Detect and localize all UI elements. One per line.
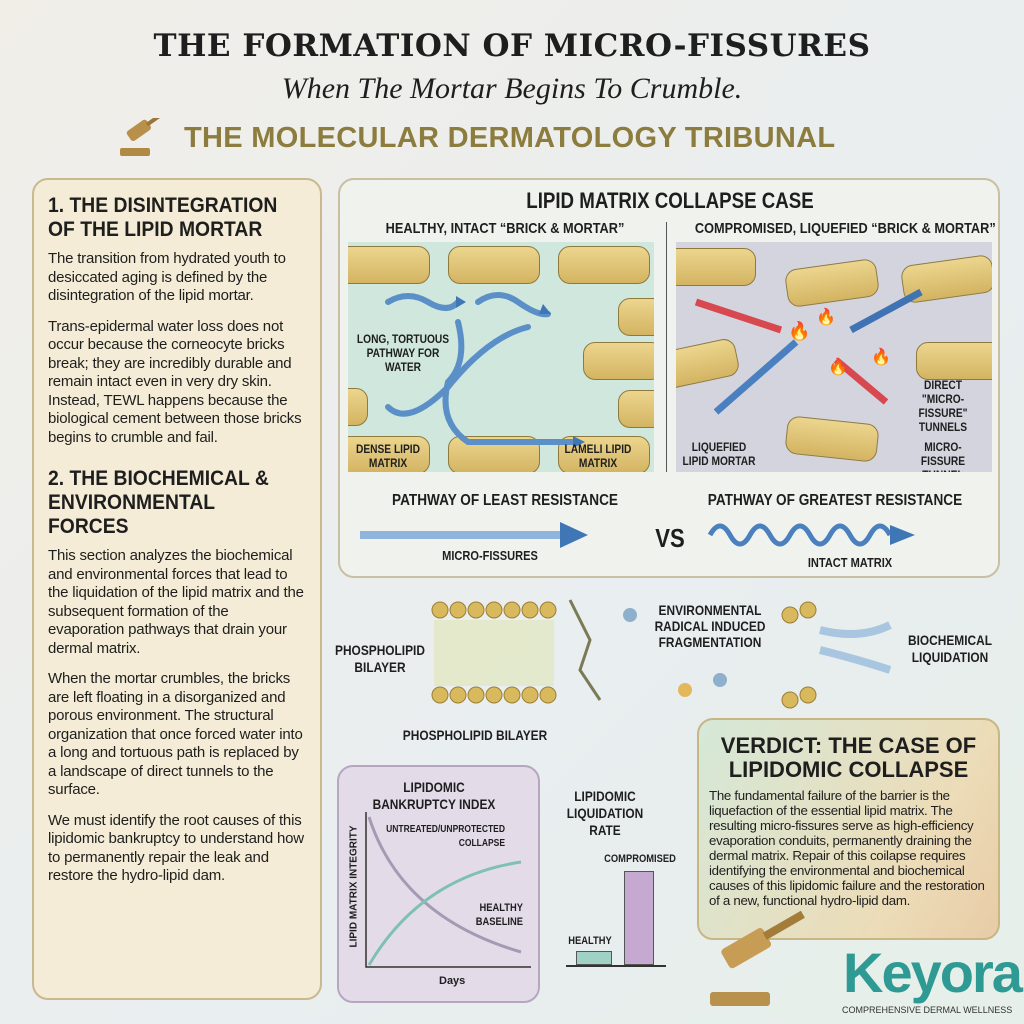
series-untreated-label: UNTREATED/UNPROTECTED COLLAPSE xyxy=(386,824,505,849)
fissure-arrows: 🔥 🔥 🔥 🔥 xyxy=(694,288,923,415)
series-healthy-label: HEALTHY BASELINE xyxy=(475,902,523,928)
tribunal-heading: THE MOLECULAR DERMATOLOGY TRIBUNAL xyxy=(118,118,835,158)
paragraph: Trans-epidermal water loss does not occu… xyxy=(48,317,302,446)
paragraph: We must identify the root causes of this… xyxy=(48,811,304,885)
water-pathway-arrows xyxy=(385,292,585,448)
flame-icon: 🔥 xyxy=(871,347,891,366)
paragraph: When the mortar crumbles, the bricks are… xyxy=(48,670,303,798)
verdict-text: The fundamental failure of the barrier i… xyxy=(709,788,985,908)
page-subtitle: When The Mortar Begins To Crumble. xyxy=(281,72,743,105)
greatest-resistance-label: PATHWAY OF GREATEST RESISTANCE xyxy=(707,492,963,509)
brand-logo: Keyora xyxy=(843,941,1023,1004)
bar-compromised xyxy=(624,871,654,965)
healthy-matrix-illustration: LONG, TORTUOUS PATHWAY FOR WATER DENSE L… xyxy=(348,242,654,472)
bankruptcy-chart-panel: LIPIDOMIC BANKRUPTCY INDEX UNTREATED/UNP… xyxy=(337,765,540,1003)
bio-liquidation-label: BIOCHEMICAL LIQUIDATION xyxy=(908,632,992,665)
bar-label-compromised: COMPROMISED xyxy=(604,853,676,865)
label-liquefied: LIQUEFIED LIPID MORTAR xyxy=(682,440,756,468)
vs-label: VS xyxy=(655,523,685,553)
paragraph: The transition from hydrated youth to de… xyxy=(48,250,286,304)
intact-matrix-label: INTACT MATRIX xyxy=(807,555,893,570)
bar-healthy xyxy=(576,951,612,965)
bilayer-left-label: PHOSPHOLIPID BILAYER xyxy=(335,642,425,675)
gavel-icon xyxy=(710,910,805,1006)
flame-icon: 🔥 xyxy=(788,320,810,341)
paragraph: This section analyzes the biochemical an… xyxy=(48,547,304,657)
brand-tagline: COMPREHENSIVE DERMAL WELLNESS xyxy=(842,1005,1013,1015)
chart-title: LIPIDOMIC BANKRUPTCY INDEX xyxy=(372,779,496,812)
healthy-title: HEALTHY, INTACT “BRICK & MORTAR” xyxy=(385,220,625,237)
verdict-panel: VERDICT: THE CASE OF LIPIDOMIC COLLAPSE … xyxy=(697,718,1000,940)
gavel-icon xyxy=(120,118,167,156)
label-tunnel: MICRO-FISSURE TUNNEL xyxy=(920,440,966,472)
line-chart xyxy=(365,812,531,968)
label-tortuous: LONG, TORTUOUS PATHWAY FOR WATER xyxy=(356,332,450,374)
label-direct: DIRECT "MICRO-FISSURE" TUNNELS xyxy=(918,378,968,434)
compromised-title: COMPROMISED, LIQUEFIED “BRICK & MORTAR” xyxy=(694,220,996,237)
section-heading-2: 2. THE BIOCHEMICAL & ENVIRONMENTAL FORCE… xyxy=(48,467,269,538)
bar-label-healthy: HEALTHY xyxy=(568,935,612,947)
least-resistance-label: PATHWAY OF LEAST RESISTANCE xyxy=(392,492,618,509)
collapse-case-panel: LIPID MATRIX COLLAPSE CASE HEALTHY, INTA… xyxy=(338,178,1000,578)
comparison-arrows xyxy=(360,522,915,548)
page-title: THE FORMATION OF MICRO-FISSURES xyxy=(153,28,871,64)
molecular-illustration xyxy=(431,599,892,709)
label-dense: DENSE LIPID MATRIX xyxy=(355,442,421,470)
verdict-title: VERDICT: THE CASE OF LIPIDOMIC COLLAPSE xyxy=(720,733,977,782)
y-axis-label: LIPID MATRIX INTEGRITY xyxy=(348,825,360,948)
compromised-matrix-illustration: 🔥 🔥 🔥 🔥 DIRECT "MICRO-FISSURE" TUNNELS LIQU… xyxy=(676,242,992,472)
x-axis-label: Days xyxy=(439,975,466,987)
section-heading-1: 1. THE DISINTEGRATION OF THE LIPID MORTA… xyxy=(48,194,278,241)
bar-chart-title: LIPIDOMIC LIQUIDATION RATE xyxy=(566,788,644,838)
micro-fissures-label: MICRO-FISSURES xyxy=(442,548,538,563)
flame-icon: 🔥 xyxy=(816,307,836,326)
flame-icon: 🔥 xyxy=(828,357,848,376)
tribunal-text: THE MOLECULAR DERMATOLOGY TRIBUNAL xyxy=(184,121,836,154)
bilayer-bottom-label: PHOSPHOLIPID BILAYER xyxy=(402,727,548,743)
series-healthy-line xyxy=(367,860,522,966)
env-fragmentation-label: ENVIRONMENTAL RADICAL INDUCED FRAGMENTAT… xyxy=(654,602,766,650)
case-title: LIPID MATRIX COLLAPSE CASE xyxy=(526,188,814,213)
label-lameli: LAMELI LIPID MATRIX xyxy=(564,442,632,470)
explanation-panel: 1. THE DISINTEGRATION OF THE LIPID MORTA… xyxy=(32,178,322,1000)
